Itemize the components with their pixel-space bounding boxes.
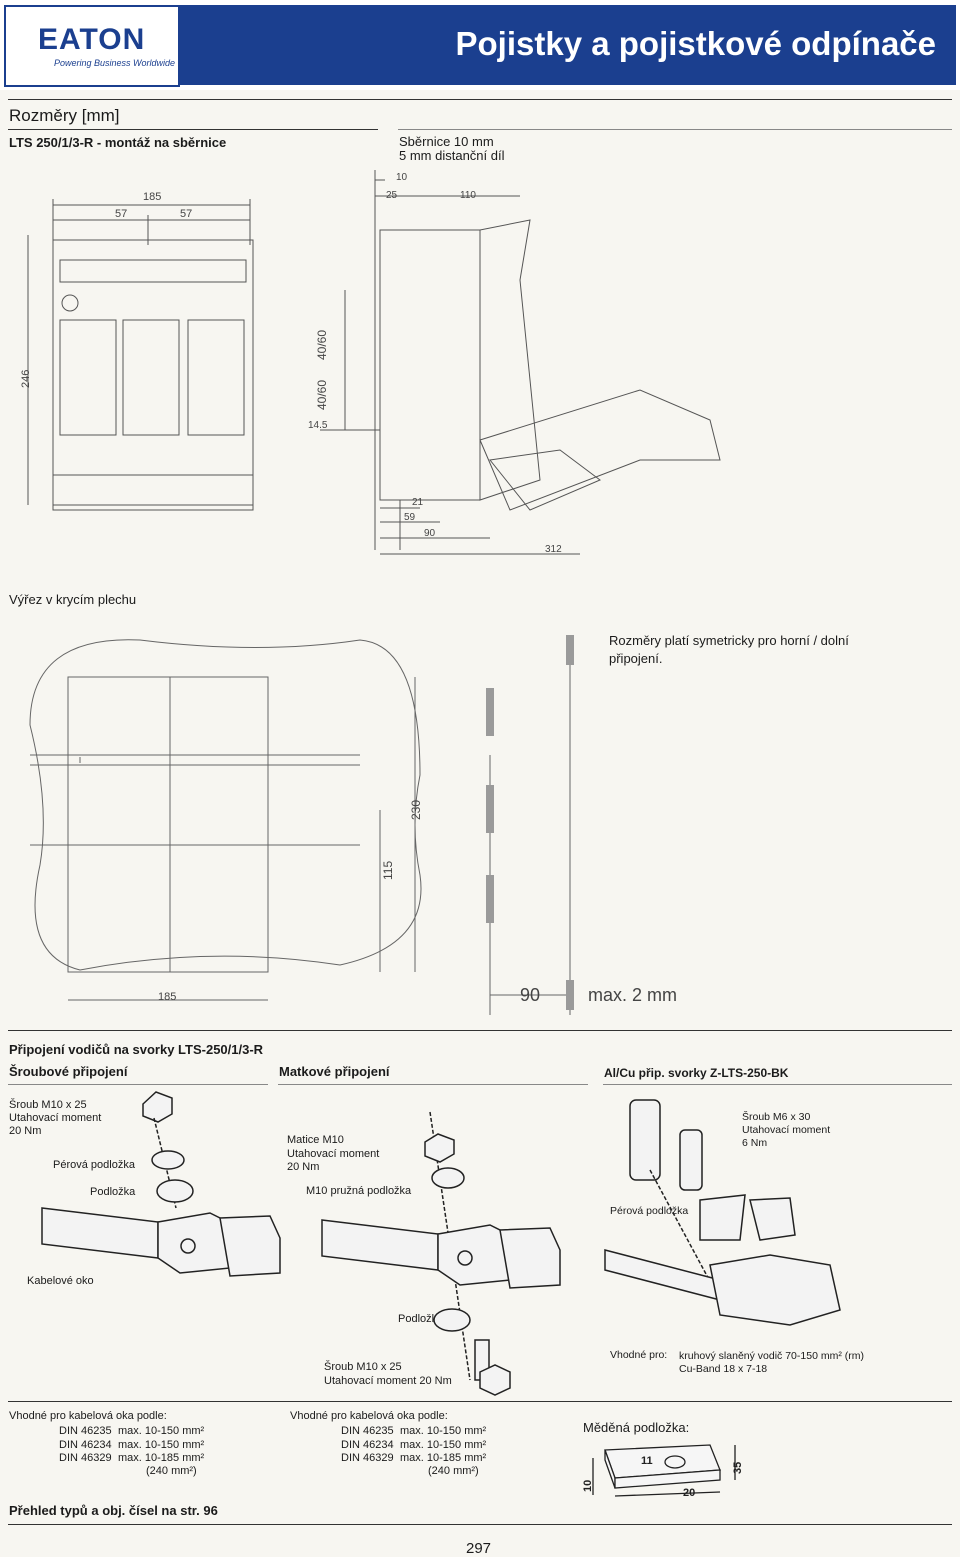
divider bbox=[8, 99, 952, 100]
suitable-for-label: Vhodné pro: bbox=[610, 1349, 668, 1361]
cutout-dim-max: max. 2 mm bbox=[588, 985, 677, 1005]
m10-spring-washer-label: M10 pružná podložka bbox=[306, 1185, 412, 1197]
divider bbox=[603, 1084, 952, 1085]
terminal-drawing bbox=[604, 1099, 841, 1326]
copper-dim-20: 20 bbox=[683, 1487, 695, 1499]
screw-connection-drawing bbox=[41, 1091, 281, 1277]
terminal-heading: Al/Cu přip. svorky Z-LTS-250-BK bbox=[604, 1066, 789, 1080]
overview-reference: Přehled typů a obj. čísel na str. 96 bbox=[9, 1503, 218, 1518]
lugs-heading-2: Vhodné pro kabelová oka podle: bbox=[290, 1410, 448, 1422]
eaton-logo: EATON Powering Business Worldwide bbox=[4, 5, 180, 87]
dim-110: 110 bbox=[460, 190, 476, 201]
busbar-label-2: 5 mm distanční díl bbox=[399, 148, 505, 163]
bolt-spec-2: Utahovací moment 20 Nm bbox=[324, 1375, 452, 1387]
cutout-dim-230: 230 bbox=[409, 800, 423, 820]
bolt-spec-1: Šroub M10 x 25 bbox=[324, 1361, 402, 1373]
side-view-drawing: 10 25 110 40/60 40/60 14.5 21 59 90 312 bbox=[308, 170, 721, 555]
cutout-dim-115: 115 bbox=[381, 861, 395, 880]
nut-connection-heading: Matkové připojení bbox=[279, 1064, 390, 1079]
spring-washer-label-3: Pérová podložka bbox=[610, 1205, 689, 1217]
divider bbox=[8, 1084, 268, 1085]
dim-57-right: 57 bbox=[180, 208, 192, 220]
front-view-drawing: 185 57 57 246 bbox=[20, 191, 254, 511]
lug-extra: (240 mm²) bbox=[146, 1465, 197, 1477]
lug-range-3b: max. 10-185 mm² bbox=[400, 1452, 487, 1464]
title-band: Pojistky a pojistkové odpínače bbox=[180, 5, 956, 85]
lug-range-1: max. 10-150 mm² bbox=[118, 1425, 205, 1437]
dim-57-left: 57 bbox=[115, 208, 127, 220]
cable-lug-label: Kabelové oko bbox=[27, 1275, 94, 1287]
copper-dim-10: 10 bbox=[582, 1480, 594, 1492]
copper-dim-35: 35 bbox=[732, 1462, 744, 1474]
dim-312: 312 bbox=[545, 544, 562, 555]
dim-10: 10 bbox=[396, 172, 408, 183]
cutout-heading: Výřez v krycím plechu bbox=[9, 592, 137, 607]
divider bbox=[8, 1030, 952, 1031]
lug-din-2b: DIN 46234 bbox=[341, 1439, 394, 1451]
dim-25: 25 bbox=[386, 190, 398, 201]
page-title: Pojistky a pojistkové odpínače bbox=[455, 25, 936, 62]
page-number: 297 bbox=[466, 1540, 492, 1557]
dim-21: 21 bbox=[412, 497, 424, 508]
suitable-for-2: Cu-Band 18 x 7-18 bbox=[679, 1363, 768, 1375]
cutout-dim-185: 185 bbox=[158, 991, 176, 1003]
spring-washer-label: Pérová podložka bbox=[53, 1159, 135, 1171]
lug-din-1: DIN 46235 bbox=[59, 1425, 112, 1437]
nut-spec-1: Matice M10 bbox=[287, 1134, 344, 1146]
divider bbox=[8, 1524, 952, 1525]
screw-connection-heading: Šroubové připojení bbox=[9, 1064, 128, 1079]
lug-range-2: max. 10-150 mm² bbox=[118, 1439, 205, 1451]
screw-spec-3: 20 Nm bbox=[9, 1125, 42, 1137]
cutout-drawing: 185 230 115 90 max. 2 mm bbox=[29, 635, 677, 1015]
cutout-note-1: Rozměry platí symetricky pro horní / dol… bbox=[609, 633, 849, 648]
divider bbox=[8, 1401, 952, 1402]
screw-spec-1: Šroub M10 x 25 bbox=[9, 1099, 87, 1111]
dimensions-heading: Rozměry [mm] bbox=[9, 106, 120, 125]
screw-spec-2: Utahovací moment bbox=[9, 1112, 102, 1124]
nut-connection-drawing bbox=[321, 1111, 561, 1396]
cutout-dim-90: 90 bbox=[520, 985, 540, 1005]
dim-59: 59 bbox=[404, 512, 416, 523]
copper-washer-heading: Měděná podložka: bbox=[583, 1420, 690, 1435]
washer-label: Podložka bbox=[90, 1186, 136, 1198]
m6-screw-spec-1: Šroub M6 x 30 bbox=[742, 1111, 811, 1123]
m6-screw-spec-3: 6 Nm bbox=[742, 1137, 768, 1149]
copper-washer-drawing: 11 20 10 35 bbox=[582, 1444, 744, 1499]
lug-din-2: DIN 46234 bbox=[59, 1439, 112, 1451]
dim-40-60-b: 40/60 bbox=[315, 380, 329, 410]
dim-90: 90 bbox=[424, 528, 436, 539]
brand-name: EATON bbox=[38, 23, 146, 56]
dim-185: 185 bbox=[143, 191, 161, 203]
lug-range-2b: max. 10-150 mm² bbox=[400, 1439, 487, 1451]
dim-14-5: 14.5 bbox=[308, 420, 328, 431]
brand-tagline: Powering Business Worldwide bbox=[54, 58, 176, 68]
washer-label-2: Podložka bbox=[398, 1313, 444, 1325]
dim-246: 246 bbox=[20, 370, 32, 388]
m6-screw-spec-2: Utahovací moment bbox=[742, 1124, 831, 1136]
lug-din-3b: DIN 46329 bbox=[341, 1452, 394, 1464]
divider bbox=[398, 129, 952, 130]
lug-extra-b: (240 mm²) bbox=[428, 1465, 479, 1477]
dimensions-subtitle: LTS 250/1/3-R - montáž na sběrnice bbox=[9, 135, 227, 150]
dim-40-60-a: 40/60 bbox=[315, 330, 329, 360]
lug-din-1b: DIN 46235 bbox=[341, 1425, 394, 1437]
cutout-note-2: připojení. bbox=[609, 651, 663, 666]
busbar-label-1: Sběrnice 10 mm bbox=[399, 134, 494, 149]
divider bbox=[8, 129, 378, 130]
lug-din-3: DIN 46329 bbox=[59, 1452, 112, 1464]
connection-heading: Připojení vodičů na svorky LTS-250/1/3-R bbox=[9, 1042, 264, 1057]
lug-range-1b: max. 10-150 mm² bbox=[400, 1425, 487, 1437]
lug-range-3: max. 10-185 mm² bbox=[118, 1452, 205, 1464]
lugs-heading-1: Vhodné pro kabelová oka podle: bbox=[9, 1410, 167, 1422]
nut-spec-2: Utahovací moment bbox=[287, 1148, 380, 1160]
suitable-for-1: kruhový slaněný vodič 70-150 mm² (rm) bbox=[679, 1350, 864, 1362]
page-header: EATON Powering Business Worldwide Pojist… bbox=[0, 0, 960, 90]
copper-dim-11: 11 bbox=[641, 1455, 653, 1467]
divider bbox=[278, 1084, 588, 1085]
nut-spec-3: 20 Nm bbox=[287, 1161, 320, 1173]
